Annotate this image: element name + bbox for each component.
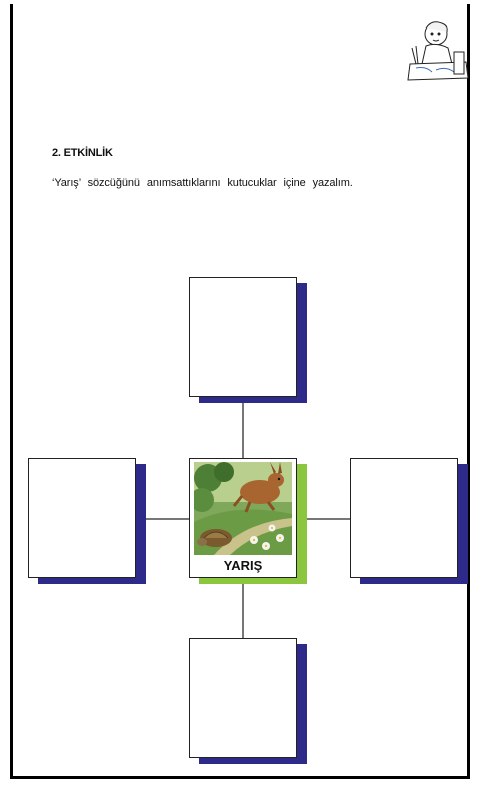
connector-top	[242, 396, 244, 458]
center-box-frame: YARIŞ	[189, 458, 297, 578]
answer-box-top[interactable]	[189, 277, 297, 397]
child-writing-mascot-icon	[402, 12, 474, 82]
answer-box-area[interactable]	[189, 638, 297, 758]
answer-box-area[interactable]	[350, 458, 458, 578]
rabbit-tortoise-picture	[194, 462, 292, 555]
answer-box-left[interactable]	[28, 458, 136, 578]
answer-box-bottom[interactable]	[189, 638, 297, 758]
answer-box-area[interactable]	[189, 277, 297, 397]
activity-title: 2. ETKİNLİK	[52, 147, 113, 159]
activity-instruction: ‘Yarış’ sözcüğünü anımsattıklarını kutuc…	[52, 177, 353, 189]
answer-box-right[interactable]	[350, 458, 458, 578]
center-word-label: YARIŞ	[190, 555, 296, 577]
answer-box-area[interactable]	[28, 458, 136, 578]
center-box: YARIŞ	[189, 458, 297, 578]
connector-bottom	[242, 580, 244, 638]
